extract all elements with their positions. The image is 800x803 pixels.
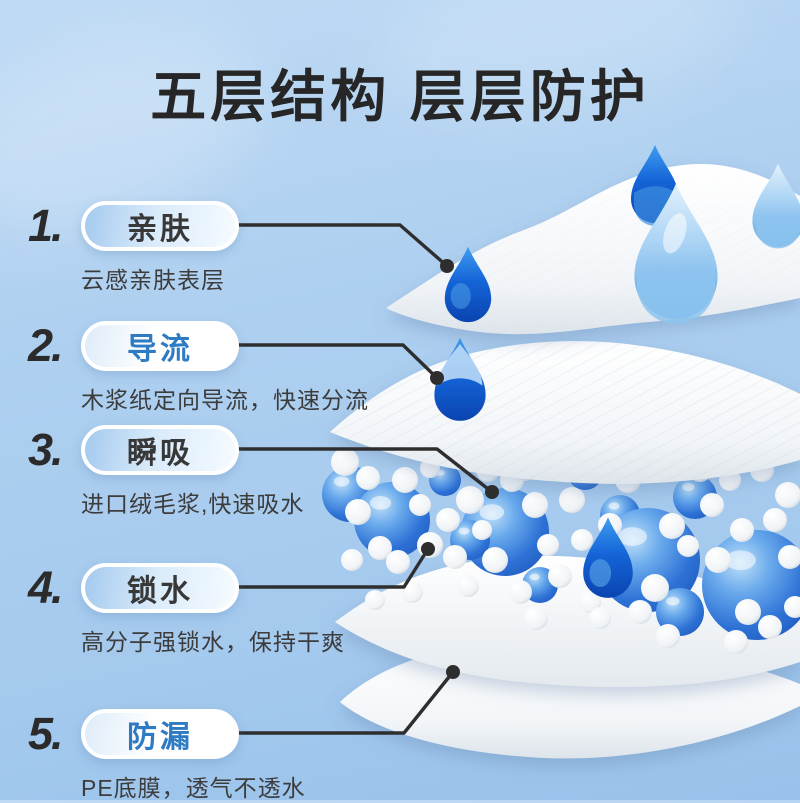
fluff-bead-icon (522, 492, 548, 518)
water-drop-icon (444, 246, 492, 323)
layer-number: 3. (28, 424, 64, 475)
fluff-bead-icon (705, 547, 731, 573)
connector-dot-5 (446, 665, 460, 679)
fluff-bead-icon (368, 536, 392, 560)
layer-description: 进口绒毛浆,快速吸水 (81, 491, 305, 517)
fluff-bead-icon (641, 574, 669, 602)
water-drop-icon (583, 517, 633, 598)
gel-bead-highlight (369, 496, 392, 510)
layer-item-3: 3. 瞬吸 进口绒毛浆,快速吸水 (28, 424, 304, 519)
fluff-bead-icon (508, 580, 532, 604)
fluff-bead-icon (345, 499, 371, 525)
gel-bead-highlight (617, 527, 647, 546)
fluff-bead-icon (571, 529, 593, 551)
gel-bead-highlight (666, 596, 680, 606)
fluff-bead-icon (401, 581, 423, 603)
layer-description: 木浆纸定向导流，快速分流 (81, 387, 369, 413)
layer-number: 2. (28, 320, 64, 371)
layer-number: 4. (28, 562, 64, 613)
fluff-bead-icon (763, 508, 787, 532)
connector-line-5 (218, 670, 455, 735)
fluff-bead-icon (730, 518, 754, 542)
fluff-bead-icon (436, 508, 460, 532)
gel-bead-highlight (529, 573, 540, 581)
layer-pill-label: 亲肤 (81, 201, 239, 251)
layer-pill-label: 导流 (81, 321, 239, 371)
fluff-bead-icon (356, 466, 380, 490)
fluff-bead-icon (409, 494, 431, 516)
fluff-bead-icon (341, 549, 363, 571)
fluff-bead-icon (386, 550, 410, 574)
layer-item-2: 2. 导流 木浆纸定向导流，快速分流 (28, 320, 369, 415)
layer-description: 云感亲肤表层 (81, 267, 225, 293)
fluff-bead-icon (559, 487, 585, 513)
fluff-bead-icon (472, 520, 492, 540)
fluff-bead-icon (392, 467, 418, 493)
fluff-bead-icon (778, 545, 800, 569)
fluff-bead-icon (775, 482, 800, 508)
layer-pill-label: 防漏 (81, 709, 239, 759)
absorbent-bead-core (322, 443, 800, 654)
connector-line-1 (218, 223, 449, 268)
gel-bead-highlight (682, 483, 695, 492)
layer-pill-label: 瞬吸 (81, 425, 239, 475)
fluff-bead-icon (735, 599, 761, 625)
water-drop-icon (634, 183, 718, 324)
fluff-bead-icon (524, 606, 548, 630)
water-drop-icon (434, 337, 486, 421)
fluff-bead-icon (677, 535, 699, 557)
connector-dot-3 (485, 485, 499, 499)
water-drop-icon (752, 163, 800, 249)
fluff-bead-icon (628, 600, 652, 624)
connector-line-4 (218, 548, 430, 589)
layer-description: 高分子强锁水，保持干爽 (81, 629, 345, 655)
fluff-bead-icon (579, 591, 601, 613)
fluff-bead-icon (700, 493, 724, 517)
fluff-bead-icon (659, 513, 685, 539)
layer-description: PE底膜，透气不透水 (81, 775, 306, 801)
fluff-bead-icon (457, 575, 479, 597)
gel-bead-highlight (458, 527, 470, 535)
connector-dot-4 (421, 542, 435, 556)
gel-bead-highlight (725, 550, 756, 571)
gel-bead-highlight (479, 504, 505, 521)
fluff-bead-icon (784, 596, 800, 618)
fluff-bead-icon (758, 615, 782, 639)
connector-line-2 (218, 343, 439, 380)
layer-number: 1. (28, 200, 64, 251)
gel-bead-highlight (333, 476, 350, 487)
fluff-bead-icon (482, 547, 508, 573)
layer-item-1: 1. 亲肤 云感亲肤表层 (28, 200, 239, 295)
fluff-bead-icon (589, 607, 611, 629)
fluff-bead-icon (443, 545, 467, 569)
fluff-bead-icon (548, 564, 572, 588)
layer-item-4: 4. 锁水 高分子强锁水，保持干爽 (28, 562, 345, 657)
fluff-bead-icon (456, 486, 484, 514)
fluff-bead-icon (537, 534, 559, 556)
layer-number: 5. (28, 708, 64, 759)
fluff-bead-icon (724, 630, 748, 654)
page-title: 五层结构 层层防护 (150, 65, 650, 128)
connector-dot-1 (440, 259, 454, 273)
layer-item-5: 5. 防漏 PE底膜，透气不透水 (28, 708, 306, 803)
fluff-bead-icon (331, 448, 359, 476)
fluff-bead-icon (656, 624, 680, 648)
connector-line-3 (218, 447, 494, 494)
gel-bead-highlight (608, 502, 620, 510)
fluff-bead-icon (365, 590, 385, 610)
layer-pill-label: 锁水 (81, 563, 239, 613)
connector-dot-2 (430, 371, 444, 385)
